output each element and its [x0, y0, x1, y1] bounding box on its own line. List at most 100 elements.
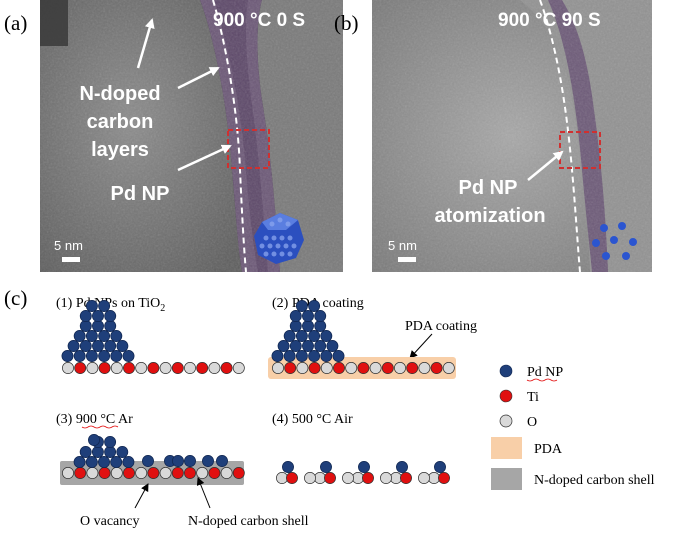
- step1-o-atom: [62, 362, 74, 374]
- step1-pd-atom: [104, 340, 117, 352]
- step2-pd-atom: [314, 340, 327, 352]
- step2-pd-atom: [308, 350, 321, 362]
- step2-o-atom: [272, 362, 284, 374]
- step2-ti-atom: [406, 362, 419, 374]
- legend-ti-swatch: [499, 389, 513, 403]
- step1-ti-atom: [196, 362, 209, 374]
- step3-ti-atom: [98, 467, 111, 479]
- step2-pd-atom: [289, 340, 302, 352]
- step2-pd-atom: [314, 310, 327, 322]
- step1-o-atom: [110, 362, 123, 374]
- step1-o-atom: [232, 362, 245, 374]
- step1-pd-atom: [92, 320, 104, 332]
- step2-ti-atom: [430, 362, 443, 374]
- panel-label-b: (b): [334, 11, 359, 35]
- scale-bar-b: [398, 257, 416, 262]
- step1-pd-atom: [122, 350, 135, 362]
- step4-o-atom: [390, 472, 402, 484]
- single-atoms-icon: [592, 222, 637, 260]
- step2-pd-atom: [289, 310, 302, 322]
- step2-pd-atom: [295, 330, 308, 342]
- step2-o-atom: [442, 362, 455, 374]
- step3-ti-atom: [232, 467, 245, 479]
- step4-o-atom: [418, 472, 430, 484]
- step1-o-atom: [159, 362, 172, 374]
- step2-pd-atom: [295, 350, 308, 362]
- step2-pd-atom: [283, 330, 296, 342]
- step3-o-atom: [159, 467, 172, 479]
- panel-label-c: (c): [4, 286, 27, 310]
- step2-ti-atom: [308, 362, 321, 374]
- legend-pda-swatch: [491, 437, 522, 459]
- step1-pd-atom: [73, 350, 86, 362]
- step1-o-atom: [208, 362, 221, 374]
- step2-pd-atom: [320, 330, 333, 342]
- step3-o-atom: [86, 467, 99, 479]
- step3-ti-atom: [171, 467, 184, 479]
- step1-ti-atom: [147, 362, 160, 374]
- step4-o-atom: [276, 472, 288, 484]
- step2-pd-atom: [302, 340, 314, 352]
- panel-label-a: (a): [4, 11, 27, 35]
- step4-o-atom: [380, 472, 392, 484]
- legend-shell-swatch: [491, 468, 522, 490]
- step2-pd-atom: [314, 320, 327, 332]
- step2-pd-atom: [283, 350, 296, 362]
- step3-ti-atom: [74, 467, 87, 479]
- step3-pd-atom: [79, 446, 92, 458]
- step1-pd-atom: [85, 300, 98, 312]
- legend-pd-swatch: [499, 364, 513, 378]
- step4-pd-atom: [358, 461, 370, 473]
- step1-pd-atom: [79, 320, 92, 332]
- arrow-to-pd-np-b: [527, 150, 564, 181]
- step1-pd-atom: [98, 300, 111, 312]
- step3-title: (3) 900 °C Ar: [56, 412, 133, 427]
- condition-b: 900 °C 90 S: [498, 10, 601, 31]
- step1-pd-atom: [104, 310, 117, 322]
- step3-o-atom: [196, 467, 209, 479]
- arrow-to-carbon-upper: [136, 18, 155, 69]
- step1-ti-atom: [220, 362, 233, 374]
- shell-callout-arrow: [196, 477, 211, 509]
- step3-pd-atom: [216, 455, 228, 467]
- step4-pd-atom: [320, 461, 332, 473]
- step1-pd-atom: [79, 310, 92, 322]
- step2-pd-atom: [320, 350, 333, 362]
- step2-pd-atom: [308, 300, 321, 312]
- step2-pd-atom: [277, 340, 290, 352]
- step2-o-atom: [369, 362, 382, 374]
- step1-o-atom: [184, 362, 196, 374]
- step4-o-atom: [314, 472, 326, 484]
- step2-ti-atom: [333, 362, 345, 374]
- step4-pd-atom: [434, 461, 446, 473]
- step4-o-atom: [428, 472, 440, 484]
- annotation-a-line1: N-doped: [79, 83, 160, 105]
- step1-pd-atom: [98, 330, 111, 342]
- step2-pd-atom: [295, 300, 308, 312]
- step1-pd-atom: [79, 340, 92, 352]
- step3-pd-atom: [172, 455, 184, 467]
- step2-ti-atom: [284, 362, 297, 374]
- o-vacancy-arrow: [134, 483, 149, 509]
- step3-pd-atom: [98, 456, 110, 468]
- step2-pd-atom: [289, 320, 302, 332]
- legend-shell-label: N-doped carbon shell: [534, 473, 655, 488]
- step3-ti-atom: [184, 467, 196, 479]
- atom-diagram: [61, 300, 455, 484]
- pda-coating-callout: PDA coating: [405, 319, 477, 334]
- step1-pd-atom: [67, 340, 80, 352]
- annotation-b-line1: Pd NP: [459, 177, 518, 199]
- annotation-a-line2: carbon: [87, 111, 154, 133]
- step2-pd-atom: [302, 310, 314, 322]
- pd-nanoparticle-icon: [254, 213, 304, 264]
- pda-coating-arrow: [409, 333, 433, 359]
- step2-pd-atom: [326, 340, 339, 352]
- step1-ti-atom: [171, 362, 184, 374]
- step3-pd-atom: [142, 455, 154, 467]
- step4-pd-atom: [282, 461, 294, 473]
- step2-o-atom: [296, 362, 309, 374]
- step4-ti-atom: [286, 472, 298, 484]
- condition-a: 900 °C 0 S: [213, 10, 305, 31]
- step1-pd-atom: [98, 350, 111, 362]
